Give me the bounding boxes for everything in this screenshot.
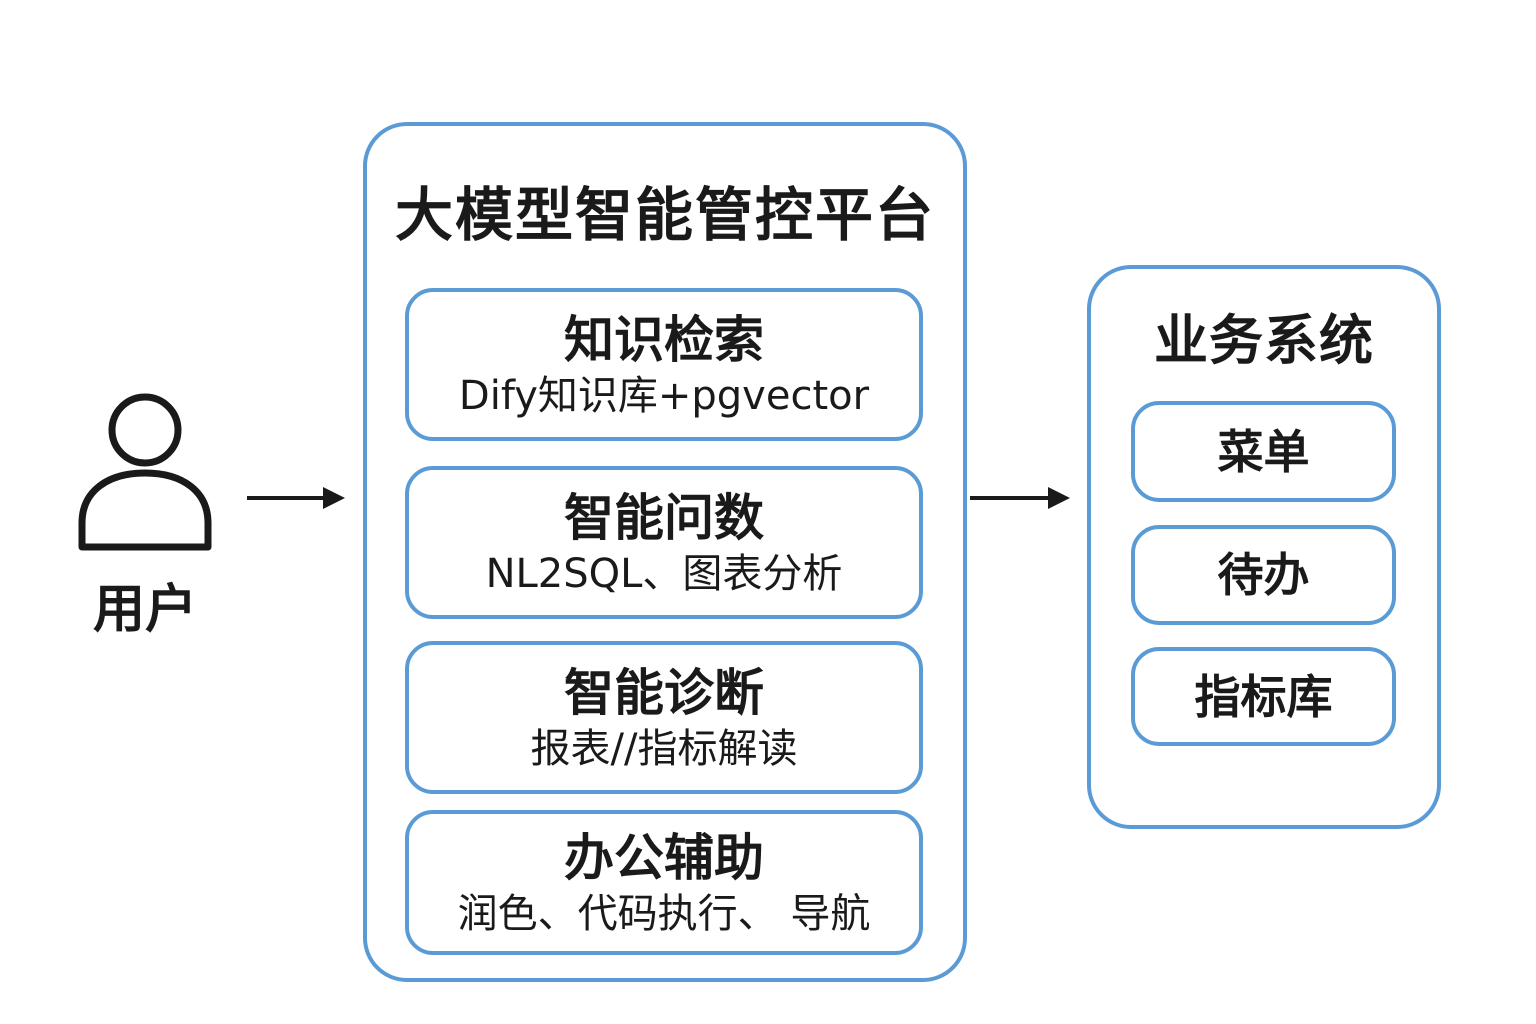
feature-smart-data-query: 智能问数 NL2SQL、图表分析 [405, 466, 923, 619]
feature-description: 报表//指标解读 [530, 725, 798, 772]
feature-title: 知识检索 [564, 310, 764, 369]
platform-title: 大模型智能管控平台 [394, 181, 935, 249]
business-item-menu: 菜单 [1131, 401, 1396, 502]
feature-smart-diagnosis: 智能诊断 报表//指标解读 [405, 641, 923, 794]
feature-description: Dify知识库+pgvector [458, 372, 870, 419]
business-item-label: 指标库 [1194, 669, 1333, 724]
feature-title: 办公辅助 [564, 828, 764, 887]
feature-description: NL2SQL、图表分析 [485, 550, 843, 597]
feature-title: 智能诊断 [564, 663, 764, 722]
business-item-todo: 待办 [1131, 525, 1396, 625]
user-icon [70, 385, 220, 560]
feature-knowledge-retrieval: 知识检索 Dify知识库+pgvector [405, 288, 923, 441]
business-item-label: 待办 [1217, 548, 1310, 602]
business-item-index-library: 指标库 [1131, 647, 1396, 746]
arrow-right-icon [968, 486, 1072, 510]
user-label: 用户 [92, 580, 197, 640]
business-item-label: 菜单 [1217, 424, 1310, 479]
feature-title: 智能问数 [564, 488, 764, 547]
feature-office-assistant: 办公辅助 润色、代码执行、 导航 [405, 810, 923, 955]
arrow-right-icon [245, 486, 347, 510]
business-system-title: 业务系统 [1154, 309, 1374, 372]
feature-description: 润色、代码执行、 导航 [457, 890, 871, 937]
